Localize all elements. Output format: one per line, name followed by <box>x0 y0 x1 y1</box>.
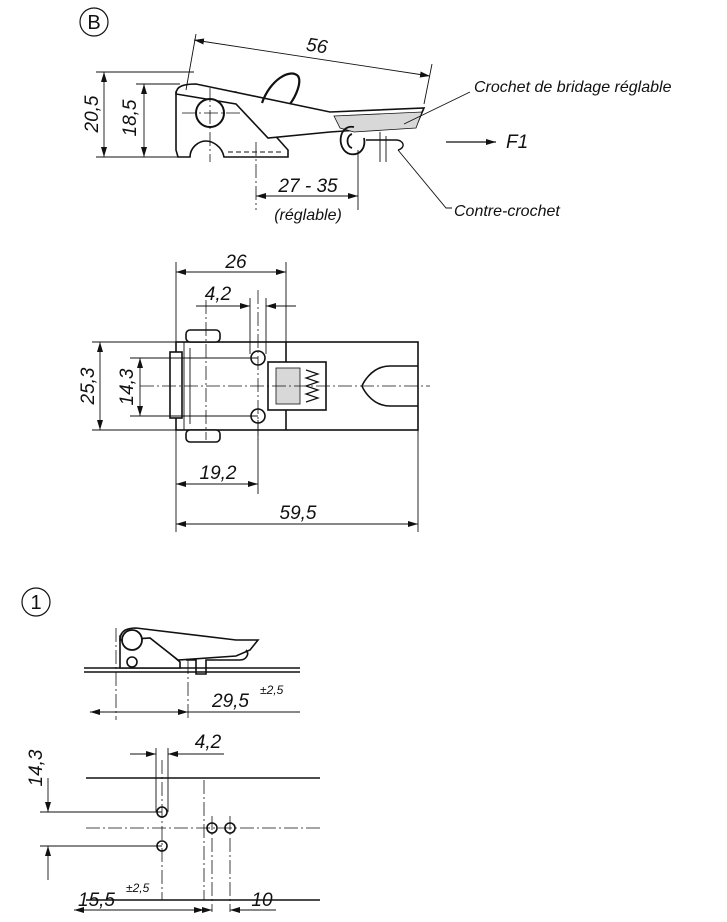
view-b-side: B 56 20,5 18,5 <box>79 7 672 224</box>
ext-line-56-left <box>185 33 197 91</box>
variant-b-marker-label: B <box>87 12 100 34</box>
dim-25-3-label: 25,3 <box>78 367 99 405</box>
view-1-top: 14,3 4,2 15,5 ±2,5 10 <box>26 732 320 913</box>
dim-56-label: 56 <box>305 35 329 59</box>
variant-1-marker-label: 1 <box>30 592 41 614</box>
dim-20-5-label: 20,5 <box>82 95 103 133</box>
latch-1-lever <box>119 627 260 661</box>
counter-hook-outline <box>339 126 366 156</box>
variant-1-marker <box>21 587 51 617</box>
dim-19-2-label: 19,2 <box>200 463 237 484</box>
dim-15-5-tolerance: ±2,5 <box>126 881 150 895</box>
hook-shading <box>333 111 423 133</box>
dim-line-56 <box>193 38 431 78</box>
dim-10-label: 10 <box>251 890 273 911</box>
ext-line-56-right <box>423 63 433 105</box>
view-b-top: 26 4,2 25,3 14,3 19,2 59,5 <box>78 252 430 532</box>
latch-1-lower-hole <box>126 656 138 668</box>
label-force: F1 <box>506 132 528 153</box>
dim-15-5-label: 15,5 <box>78 890 115 911</box>
leader-counter-hook <box>397 149 452 209</box>
dim-29-5-label: 29,5 <box>211 691 249 712</box>
variant-b-marker <box>79 7 109 37</box>
dim-14-3-label: 14,3 <box>117 368 138 405</box>
view-1-side: 1 29,5 ±2,5 <box>21 587 300 720</box>
dim-4-2-label: 4,2 <box>205 284 232 305</box>
dim-1-14-3-label: 14,3 <box>26 749 47 786</box>
dim-26-label: 26 <box>224 252 247 273</box>
dim-1-4-2-label: 4,2 <box>195 732 222 753</box>
latch-1-hook <box>186 649 249 675</box>
hinge-tab-top <box>185 329 221 343</box>
hinge-block-left <box>169 351 183 419</box>
label-adjustable-hook: Crochet de bridage réglable <box>474 79 672 96</box>
leader-adjustable-hook <box>403 91 471 125</box>
counter-hook-plate <box>366 139 404 151</box>
dim-29-5-tolerance: ±2,5 <box>260 683 284 697</box>
dim-59-5-label: 59,5 <box>280 503 317 524</box>
dim-18-5-label: 18,5 <box>120 99 141 136</box>
dim-27-35-label: 27 - 35 <box>277 176 338 197</box>
label-counter-hook: Contre-crochet <box>454 203 560 220</box>
latch-1-pivot <box>121 629 143 651</box>
hinge-tab-bottom <box>185 429 221 443</box>
adjustable-note: (réglable) <box>274 207 342 224</box>
